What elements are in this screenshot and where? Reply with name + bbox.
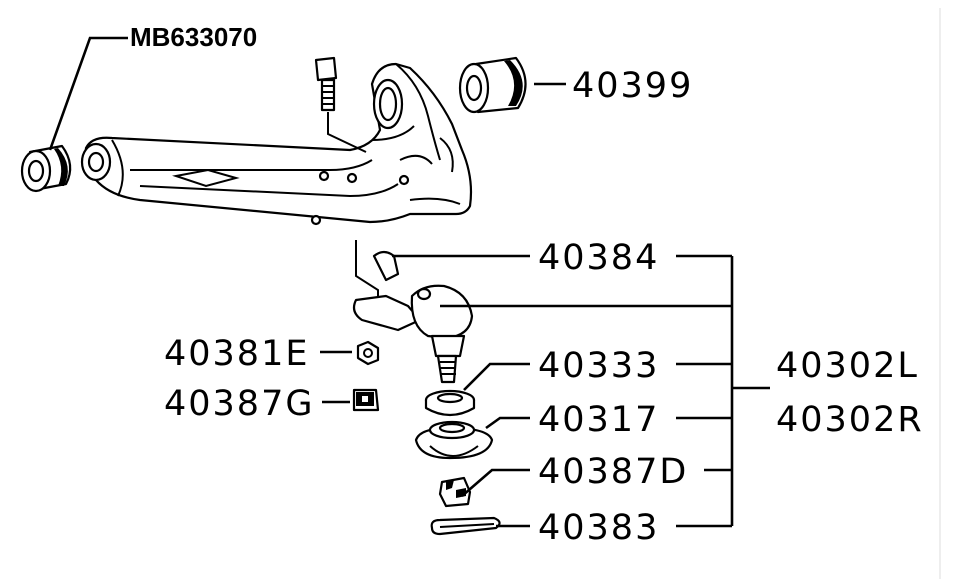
label-40302l: 40302L [776, 346, 919, 386]
upper-control-arm [80, 62, 473, 226]
cotter-pin-40383 [430, 516, 501, 536]
label-40384: 40384 [538, 238, 659, 278]
label-40383: 40383 [538, 508, 659, 548]
label-40381e: 40381E [164, 334, 309, 374]
label-40333: 40333 [538, 346, 659, 386]
nut-40381e [356, 340, 380, 366]
nut-40387g [352, 388, 380, 412]
washer-40333 [424, 389, 476, 417]
label-40387g: 40387G [164, 384, 314, 424]
ball-joint [352, 240, 474, 384]
bolt [314, 56, 367, 153]
bushing-right [458, 56, 527, 114]
label-40399: 40399 [572, 66, 693, 106]
seal-40317 [414, 420, 494, 460]
label-40302r: 40302R [776, 400, 924, 440]
castle-nut-40387d [438, 476, 472, 508]
bushing-left [20, 144, 72, 193]
label-40387d: 40387D [538, 452, 688, 492]
label-40317: 40317 [538, 400, 659, 440]
leader-lines [48, 36, 770, 528]
label-mb633070: MB633070 [130, 22, 257, 52]
